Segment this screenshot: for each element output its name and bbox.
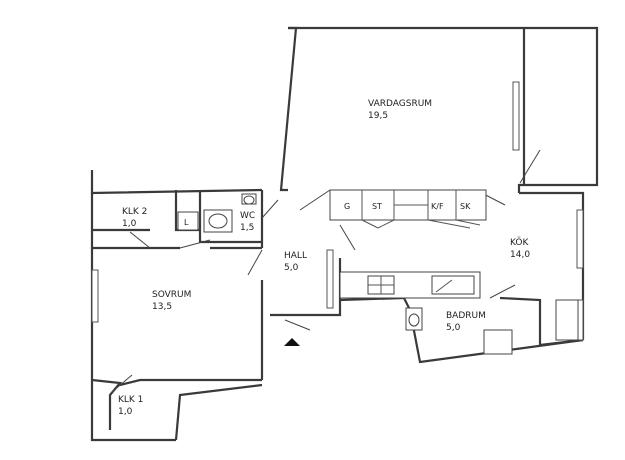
kitchen-counter-top (329, 189, 487, 229)
room-klk1-area: 1,0 (118, 407, 133, 417)
fixture-kf-label: K/F (431, 202, 444, 211)
wc-fixtures (177, 193, 257, 233)
doors (111, 149, 541, 393)
room-sovrum-name: SOVRUM (152, 290, 191, 300)
room-klk2-name: KLK 2 (122, 207, 147, 217)
fixture-g-label: G (344, 202, 350, 211)
windows (91, 81, 584, 341)
entrance-arrow-icon (284, 338, 300, 346)
room-vardagsrum-area: 19,5 (368, 111, 388, 121)
room-vardagsrum-name: VARDAGSRUM (368, 99, 432, 109)
room-badrum-area: 5,0 (446, 323, 461, 333)
bath-fixtures (405, 299, 579, 355)
room-kok-area: 14,0 (510, 250, 530, 260)
room-kok-name: KÖK (510, 237, 529, 248)
kitchen-counter-bottom (339, 271, 481, 299)
room-badrum-name: BADRUM (446, 311, 486, 321)
room-klk1-name: KLK 1 (118, 395, 143, 405)
room-klk2-area: 1,0 (122, 219, 137, 229)
room-wc-area: 1,5 (240, 223, 254, 233)
fixture-l-label: L (184, 218, 189, 227)
fixture-sk-label: SK (460, 202, 471, 211)
room-hall-name: HALL (284, 251, 307, 261)
outer-walls (90, 26, 599, 442)
room-hall-area: 5,0 (284, 263, 299, 273)
room-wc-name: WC (240, 211, 255, 221)
fixture-st-label: ST (372, 202, 382, 211)
room-sovrum-area: 13,5 (152, 302, 172, 312)
